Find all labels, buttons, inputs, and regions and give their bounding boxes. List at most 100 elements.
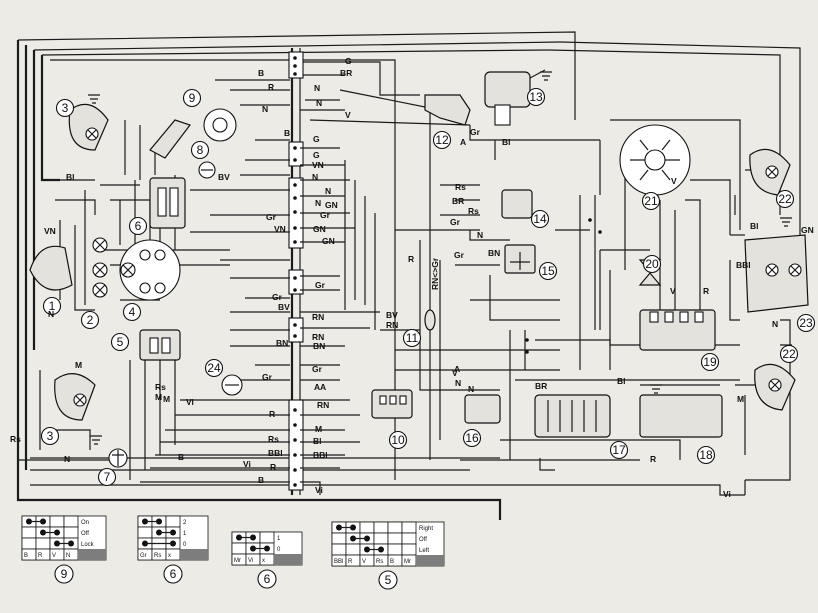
wire-code-center-switch: GN bbox=[325, 200, 338, 210]
component-symbols bbox=[29, 69, 809, 468]
wire-code-right-side: Bl bbox=[617, 376, 626, 386]
callout-number: 4 bbox=[129, 305, 136, 319]
wire-code-lower-switch: RN bbox=[312, 312, 324, 322]
callout-number: 9 bbox=[189, 91, 196, 105]
legend-state-label: Right bbox=[419, 526, 433, 532]
legend-component-number: 9 bbox=[61, 567, 68, 581]
wire-code-right-side: A bbox=[454, 364, 460, 374]
callout-1: 1 bbox=[42, 296, 62, 316]
legend-state-label: 1 bbox=[183, 531, 187, 537]
callout-13: 13 bbox=[526, 87, 546, 107]
callout-19: 19 bbox=[700, 352, 720, 372]
callout-22: 22 bbox=[775, 189, 795, 209]
callout-number: 3 bbox=[62, 101, 69, 115]
callout-14: 14 bbox=[530, 209, 550, 229]
wire-code-right-side: N bbox=[455, 378, 461, 388]
wire-code-right-side: BR bbox=[452, 196, 464, 206]
wire-code-left-column: M bbox=[155, 392, 162, 402]
legend-wire-label: N bbox=[66, 553, 70, 559]
wire-code-left-column: N bbox=[48, 309, 54, 319]
callout-number: 6 bbox=[135, 219, 142, 233]
wire-code-lower-switch: Gr bbox=[262, 372, 273, 382]
wire-code-lower-switch: Vi bbox=[243, 459, 251, 469]
wire-code-lower-switch: Vi bbox=[186, 397, 194, 407]
wire-code-right-side: Bl bbox=[502, 137, 511, 147]
wire-code-lower-switch: BBl bbox=[268, 448, 283, 458]
top-wire-run bbox=[215, 61, 601, 460]
wire-code-right-side: RN bbox=[386, 320, 398, 330]
legend-wire-label: R bbox=[348, 559, 353, 565]
wire-code-right-side: GN bbox=[801, 225, 814, 235]
legend-component-number: 6 bbox=[170, 567, 177, 581]
wire-code-right-side: Rs bbox=[455, 182, 466, 192]
wire-code-center-switch: N bbox=[315, 198, 321, 208]
wire-code-center-switch: BV bbox=[218, 172, 230, 182]
wire-code-center-switch: Gr bbox=[320, 210, 331, 220]
wire-code-harness-top: G bbox=[345, 56, 352, 66]
wire-code-center-switch: G bbox=[313, 134, 320, 144]
headlamp-shape bbox=[29, 245, 73, 291]
legend-wire-label: Rs bbox=[376, 559, 383, 565]
callout-number: 16 bbox=[465, 431, 479, 445]
callout-11: 11 bbox=[402, 328, 422, 348]
callout-10: 10 bbox=[388, 430, 408, 450]
callout-number: 24 bbox=[207, 361, 221, 375]
wire-code-left-column: M bbox=[75, 360, 82, 370]
legend-wire-label: Rs bbox=[154, 553, 161, 559]
wire-code-lower-switch: Gr bbox=[312, 364, 323, 374]
callout-18: 18 bbox=[696, 445, 716, 465]
callout-2: 2 bbox=[80, 310, 100, 330]
callout-number: 18 bbox=[699, 448, 713, 462]
wire-code-right-side: R bbox=[408, 254, 414, 264]
wire-code-right-side: N bbox=[772, 319, 778, 329]
legend-wire-label: x bbox=[168, 553, 171, 559]
connector-rn-gr-label: RN<>Gr bbox=[430, 257, 440, 290]
switch-to-block-wires bbox=[140, 139, 380, 495]
wire-code-left-column: VN bbox=[44, 226, 56, 236]
wire-code-lower-switch: BV bbox=[278, 302, 290, 312]
callout-number: 20 bbox=[645, 257, 659, 271]
wire-code-center-switch: GN bbox=[313, 224, 326, 234]
legend-wire-label: R bbox=[38, 553, 43, 559]
legend-state-label: 0 bbox=[183, 542, 187, 548]
wire-code-harness-top: R bbox=[268, 82, 274, 92]
wire-code-center-switch: GN bbox=[322, 236, 335, 246]
legend-component-number: 5 bbox=[385, 573, 392, 587]
callout-5: 5 bbox=[110, 332, 130, 352]
wire-code-lower-switch: R bbox=[269, 409, 275, 419]
callout-number: 11 bbox=[406, 331, 419, 345]
wire-code-lower-switch: BBl bbox=[313, 450, 328, 460]
wire-code-lower-switch: Gr bbox=[272, 292, 283, 302]
wire-code-center-switch: VN bbox=[312, 160, 324, 170]
wire-code-harness-top: V bbox=[345, 110, 351, 120]
central-connector-block bbox=[288, 48, 304, 495]
callout-number: 5 bbox=[117, 335, 124, 349]
wire-code-harness-top: B bbox=[258, 68, 264, 78]
legend-wire-label: BBl bbox=[334, 559, 343, 565]
wire-code-center-switch: VN bbox=[274, 224, 286, 234]
legend-state-label: Lock bbox=[81, 542, 95, 548]
fuse-label-a-lower: A bbox=[320, 382, 326, 392]
wire-code-right-side: R bbox=[703, 286, 709, 296]
callout-3: 3 bbox=[55, 98, 75, 118]
wire-code-lower-switch: Vi bbox=[315, 485, 323, 495]
wire-code-center-switch: N bbox=[325, 186, 331, 196]
wire-code-right-side: V bbox=[671, 176, 677, 186]
wire-code-lower-switch: BN bbox=[276, 338, 288, 348]
legend-state-label: On bbox=[81, 520, 89, 526]
wire-code-right-side: BR bbox=[535, 381, 547, 391]
legend-wire-label: V bbox=[362, 559, 366, 565]
callout-number: 12 bbox=[435, 133, 449, 147]
fuse-label-a: A bbox=[460, 137, 466, 147]
wire-code-right-side: Gr bbox=[470, 127, 481, 137]
legend-wire-label: Vi bbox=[248, 558, 253, 564]
wire-code-left-column: Rs bbox=[10, 434, 21, 444]
callout-21: 21 bbox=[641, 191, 661, 211]
wire-code-right-side: N bbox=[468, 384, 474, 394]
